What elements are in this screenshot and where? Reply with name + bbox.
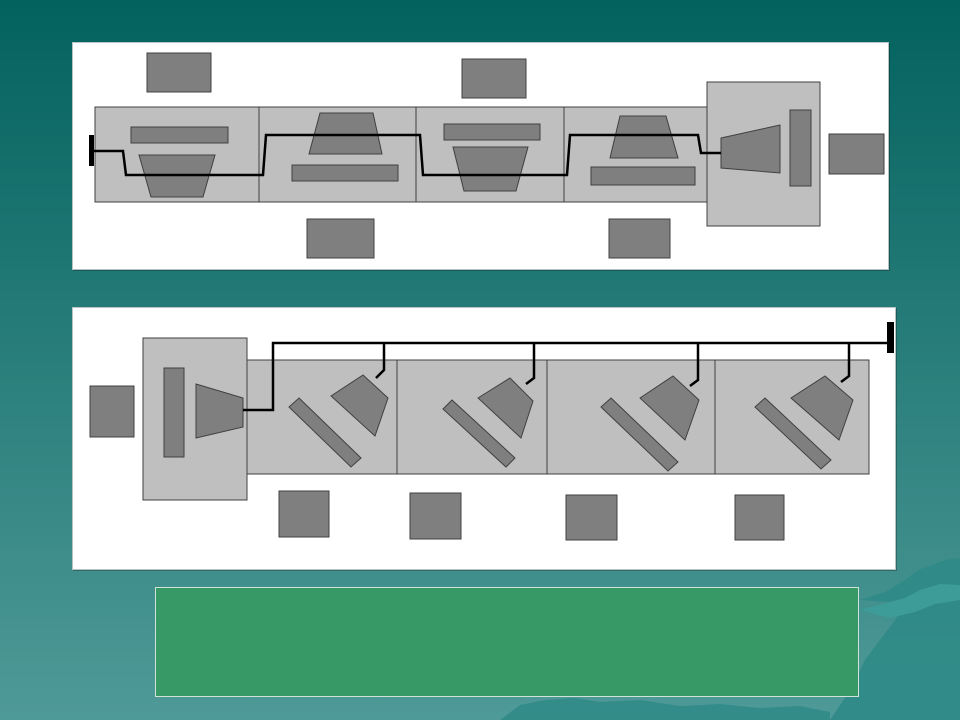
top-diagram-panel <box>72 42 889 270</box>
corner-decoration-icon <box>500 558 960 720</box>
bottom-label-block-1 <box>278 490 330 538</box>
bottom-diagram-panel <box>72 307 896 570</box>
bottom-drop-1 <box>375 343 386 379</box>
bottom-drop-2 <box>525 343 536 385</box>
top-label-block-4 <box>608 218 671 259</box>
top-label-block-2 <box>461 58 527 99</box>
caption-box <box>155 587 859 697</box>
top-stage-1-plate <box>130 126 229 144</box>
bottom-stage-4-plate <box>754 397 832 470</box>
bottom-drop-3 <box>689 343 700 387</box>
caption-text <box>156 588 858 616</box>
top-signal-wire <box>94 133 721 177</box>
bottom-label-block-4 <box>734 494 785 541</box>
top-stage-3-cone <box>452 146 529 192</box>
bottom-output-block <box>89 385 135 438</box>
bottom-output-speaker-icon <box>195 383 244 439</box>
bottom-label-block-3 <box>565 494 618 541</box>
bottom-stage-4-cone <box>790 375 854 441</box>
top-label-block-1 <box>146 52 212 93</box>
bottom-diagram <box>89 322 894 541</box>
top-input-terminal <box>89 135 94 166</box>
bottom-stage-2-cone <box>477 377 534 439</box>
bottom-output-magnet <box>163 367 185 458</box>
top-stage-2-cone <box>308 112 383 155</box>
top-stage-4-cone <box>609 115 679 159</box>
top-stage-4-plate <box>590 166 696 186</box>
bottom-stage-3-cone <box>639 375 700 441</box>
bottom-stage-1-cone <box>330 374 389 437</box>
top-output-speaker-icon <box>720 124 781 174</box>
top-stage-3-plate <box>443 123 541 141</box>
top-stage-2-plate <box>291 164 399 182</box>
top-diagram <box>89 52 885 259</box>
bottom-input-terminal <box>887 322 894 353</box>
top-output-magnet <box>789 109 812 187</box>
bottom-stage-2-plate <box>442 399 516 468</box>
bottom-stage-1-plate <box>288 397 362 468</box>
top-output-block <box>828 133 885 175</box>
bottom-stage-3-plate <box>600 397 679 472</box>
top-label-block-3 <box>306 218 375 259</box>
bottom-label-block-2 <box>409 492 462 540</box>
bottom-drop-4 <box>840 343 851 383</box>
bottom-bus-wire <box>243 341 891 412</box>
